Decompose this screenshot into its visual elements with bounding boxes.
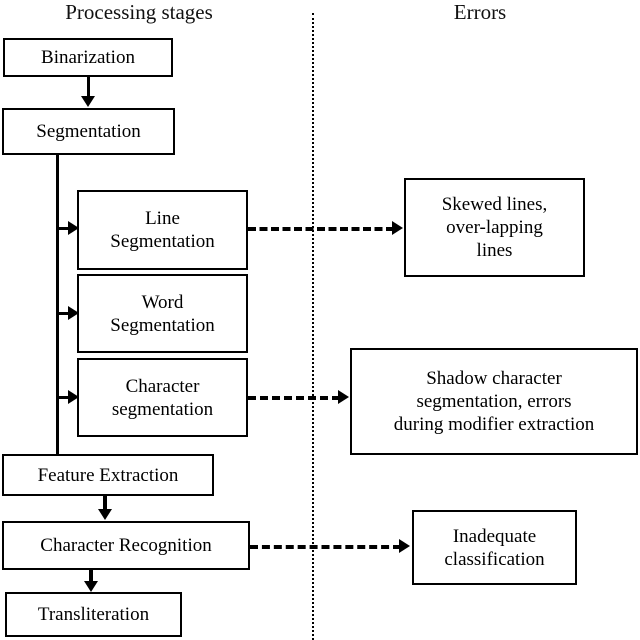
stage-label-character-segmentation: Character segmentation: [111, 375, 214, 420]
stage-label-character-recognition: Character Recognition: [40, 535, 212, 556]
error-box-skewed-lines[interactable]: Skewed lines, over-lapping lines: [404, 178, 585, 277]
stage-label-binarization: Binarization: [41, 47, 135, 68]
stage-label-transliteration: Transliteration: [37, 604, 150, 625]
error-box-inadequate-classification[interactable]: Inadequate classification: [412, 510, 577, 585]
connector-feature-extraction-to-character-recognition: [103, 496, 107, 511]
stage-label-line-segmentation: Line Segmentation: [110, 208, 215, 252]
stage-box-binarization[interactable]: Binarization: [3, 38, 173, 77]
error-label-skewed-lines: Skewed lines, over-lapping lines: [441, 194, 548, 261]
stage-box-character-segmentation[interactable]: Character segmentation: [77, 358, 248, 437]
column-header-processing-stages: Processing stages: [65, 0, 213, 24]
connector-segmentation-to-word-segmentation: [56, 312, 72, 315]
connector-character-segmentation-to-shadow-character: [248, 396, 340, 400]
arrowhead-segmentation-to-line-segmentation: [68, 221, 79, 235]
error-box-shadow-character[interactable]: Shadow character segmentation, errors du…: [350, 348, 638, 455]
connector-line-segmentation-to-skewed-lines: [248, 227, 394, 231]
connector-character-recognition-to-inadequate-classification: [250, 545, 401, 549]
arrowhead-character-recognition-to-inadequate-classification: [399, 539, 410, 553]
stage-label-word-segmentation: Word Segmentation: [110, 291, 215, 336]
arrowhead-line-segmentation-to-skewed-lines: [392, 221, 403, 235]
arrowhead-segmentation-to-character-segmentation: [68, 390, 79, 404]
stage-box-transliteration[interactable]: Transliteration: [5, 592, 182, 637]
stage-box-feature-extraction[interactable]: Feature Extraction: [2, 454, 214, 496]
stage-label-segmentation: Segmentation: [36, 121, 141, 142]
arrowhead-segmentation-to-word-segmentation: [68, 306, 79, 320]
stage-box-word-segmentation[interactable]: Word Segmentation: [77, 274, 248, 353]
arrowhead-feature-extraction-to-character-recognition: [98, 509, 112, 520]
connector-binarization-to-segmentation: [87, 77, 90, 98]
connector-segmentation-trunk: [56, 155, 59, 455]
error-label-inadequate-classification: Inadequate classification: [444, 525, 545, 570]
connector-segmentation-to-line-segmentation: [56, 227, 72, 230]
stage-box-character-recognition[interactable]: Character Recognition: [2, 521, 250, 570]
stage-box-segmentation[interactable]: Segmentation: [2, 108, 175, 155]
arrowhead-binarization-to-segmentation: [81, 96, 95, 107]
arrowhead-character-segmentation-to-shadow-character: [338, 390, 349, 404]
arrowhead-character-recognition-to-transliteration: [84, 581, 98, 592]
column-header-errors: Errors: [453, 0, 507, 24]
stage-box-line-segmentation[interactable]: Line Segmentation: [77, 190, 248, 270]
connector-segmentation-to-character-segmentation: [56, 396, 72, 399]
error-label-shadow-character: Shadow character segmentation, errors du…: [393, 368, 595, 435]
connector-character-recognition-to-transliteration: [89, 570, 93, 583]
stage-label-feature-extraction: Feature Extraction: [37, 464, 179, 486]
column-divider: [312, 13, 314, 640]
